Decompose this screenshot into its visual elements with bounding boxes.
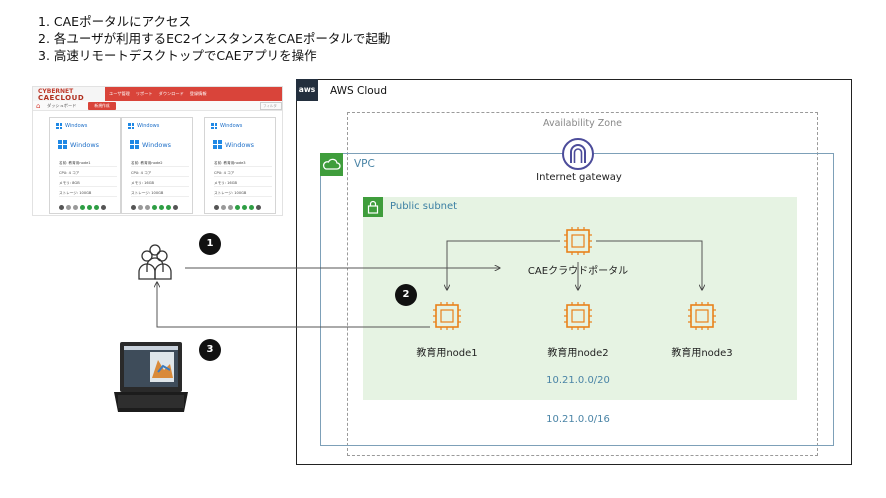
instance-name: 名前: 教育用node1 (59, 159, 117, 167)
public-subnet-area (363, 197, 797, 400)
vpc-cidr: 10.21.0.0/16 (546, 414, 610, 425)
aws-cloud-label: AWS Cloud (330, 85, 387, 97)
instance-memory: メモリ: 16GB (131, 179, 189, 187)
instance-storage: ストレージ: 100GB (214, 189, 272, 197)
internet-gateway-icon (562, 138, 594, 170)
snapshot-icon (159, 205, 164, 210)
stop-icon (66, 205, 71, 210)
portal-to-node3-arrow (596, 240, 702, 290)
instance-cpu: CPU: 4 コア (214, 169, 272, 177)
step-list: 1. CAEポータルにアクセス 2. 各ユーザが利用するEC2インスタンスをCA… (38, 13, 390, 64)
vpc-cloud-icon (320, 153, 343, 176)
portal-nav-item-download: ダウンロード (158, 91, 184, 96)
connect-icon (235, 205, 240, 210)
ec2-node1-icon (433, 302, 461, 330)
instance-controls (131, 205, 178, 210)
recycle-icon (166, 205, 171, 210)
instance-controls (214, 205, 261, 210)
step-2: 2. 各ユーザが利用するEC2インスタンスをCAEポータルで起動 (38, 31, 391, 46)
stop-icon (138, 205, 143, 210)
play-icon (59, 205, 64, 210)
instance-card: Windows Windows 名前: 教育用node3 CPU: 4 コア メ… (204, 117, 276, 214)
instance-name: 名前: 教育用node2 (131, 159, 189, 167)
availability-zone-boundary (347, 112, 818, 456)
dashboard-tab: ダッシュボード (47, 103, 77, 108)
aws-cloud-boundary (296, 79, 852, 465)
windows-icon (128, 123, 134, 129)
portal-nav-item-registration: 登録情報 (189, 91, 207, 96)
ec2-node3-icon (688, 302, 716, 330)
vpc-label: VPC (354, 158, 375, 170)
connect-icon (152, 205, 157, 210)
portal-toolbar: ⌂ ダッシュボード 新規作成 フィルタ (33, 101, 282, 111)
instance-cpu: CPU: 4 コア (131, 169, 189, 177)
portal-nav: ユーザ管理 リポート ダウンロード 登録情報 (105, 87, 282, 101)
windows-icon (211, 123, 217, 129)
recycle-icon (249, 205, 254, 210)
ec2-portal-icon (564, 227, 592, 255)
availability-zone-label: Availability Zone (543, 118, 622, 129)
instance-controls (59, 205, 106, 210)
node1-to-user-arrow (157, 282, 430, 328)
users-icon (138, 244, 172, 280)
windows-icon (58, 140, 67, 149)
step-3: 3. 高速リモートデスクトップでCAEアプリを操作 (38, 48, 317, 63)
pause-icon (145, 205, 150, 210)
play-icon (131, 205, 136, 210)
instance-name: 名前: 教育用node3 (214, 159, 272, 167)
cae-portal-screenshot: CYBERNET CAECLOUD ユーザ管理 リポート ダウンロード 登録情報… (32, 86, 283, 216)
ec2-node2-icon (564, 302, 592, 330)
portal-nav-item-users: ユーザ管理 (109, 91, 130, 96)
portal-nav-item-reports: リポート (135, 91, 153, 96)
portal-header: CYBERNET CAECLOUD ユーザ管理 リポート ダウンロード 登録情報 (33, 87, 282, 102)
internet-gateway-label: Internet gateway (536, 172, 622, 183)
cae-portal-instance-label: CAEクラウドポータル (527, 266, 629, 277)
menu-icon (173, 205, 178, 210)
connector-lines (157, 240, 702, 328)
stop-icon (221, 205, 226, 210)
windows-icon (213, 140, 222, 149)
play-icon (214, 205, 219, 210)
instance-cpu: CPU: 4 コア (59, 169, 117, 177)
home-icon: ⌂ (36, 102, 41, 110)
instance-storage: ストレージ: 100GB (59, 189, 117, 197)
instance-card: Windows Windows 名前: 教育用node2 CPU: 4 コア メ… (121, 117, 193, 214)
step-badge-3: 3 (199, 339, 221, 361)
windows-icon (56, 123, 62, 129)
menu-icon (256, 205, 261, 210)
recycle-icon (94, 205, 99, 210)
connect-icon (80, 205, 85, 210)
windows-icon (130, 140, 139, 149)
node1-label: 教育用node1 (416, 348, 478, 359)
subnet-cidr: 10.21.0.0/20 (546, 375, 610, 386)
public-subnet-label: Public subnet (390, 201, 458, 212)
node2-label: 教育用node2 (547, 348, 609, 359)
step-1: 1. CAEポータルにアクセス (38, 14, 191, 29)
aws-logo-icon: aws (296, 79, 318, 101)
snapshot-icon (242, 205, 247, 210)
lock-icon (363, 197, 383, 217)
instance-memory: メモリ: 8GB (59, 179, 117, 187)
step-badge-2: 2 (395, 284, 417, 306)
instance-card: Windows Windows 名前: 教育用node1 CPU: 4 コア メ… (49, 117, 121, 214)
create-button: 新規作成 (88, 102, 116, 110)
menu-icon (101, 205, 106, 210)
instance-memory: メモリ: 16GB (214, 179, 272, 187)
laptop-icon (114, 342, 188, 412)
node3-label: 教育用node3 (671, 348, 733, 359)
filter-input: フィルタ (260, 102, 282, 110)
step-badge-1: 1 (199, 233, 221, 255)
portal-to-node1-arrow (447, 240, 560, 290)
portal-logo: CYBERNET CAECLOUD (38, 88, 85, 102)
instance-storage: ストレージ: 100GB (131, 189, 189, 197)
pause-icon (73, 205, 78, 210)
pause-icon (228, 205, 233, 210)
snapshot-icon (87, 205, 92, 210)
